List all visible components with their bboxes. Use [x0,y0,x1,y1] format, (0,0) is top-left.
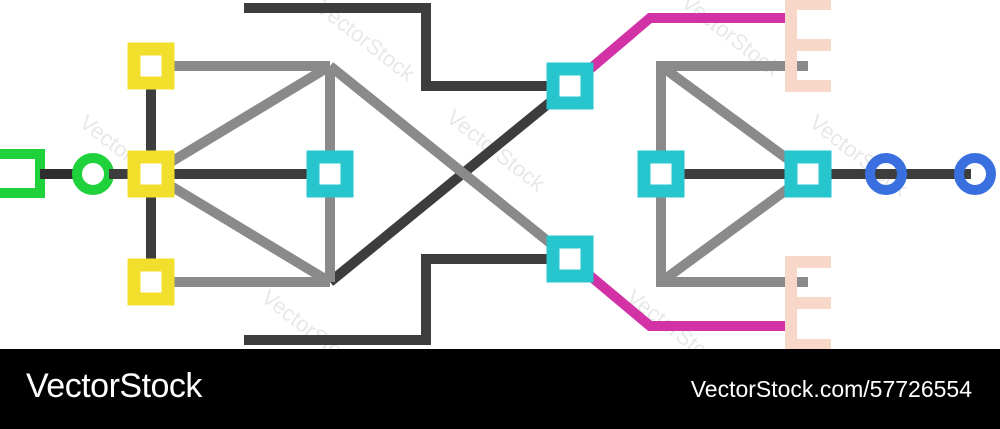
cyan-square-right [784,150,832,198]
cyan-square-right-left [637,150,685,198]
green-bracket [0,149,45,198]
right-diagonal-down [658,61,811,179]
blue-ring-node-left [865,153,907,195]
yellow-nodes [127,42,175,306]
cyan-square-center-left [306,150,354,198]
yellow-square-bottom [127,258,175,306]
blue-ring-node-right [954,153,996,195]
magenta-lines [566,13,785,331]
cyan-nodes [306,62,832,283]
yellow-square-top [127,42,175,90]
yellow-square-middle [127,150,175,198]
cyan-square-bottom [546,235,594,283]
peach-connectors [785,0,831,349]
right-diagonal-up [658,169,811,287]
green-ring-node [72,153,114,195]
dark-lines [146,3,971,345]
left-diagonal-up [148,61,333,179]
top-dark-line [244,3,570,91]
blue-nodes [865,153,996,195]
cyan-square-top [546,62,594,110]
cross-gray-line-down [326,62,574,263]
footer-bar: VectorStock VectorStock.com/57726554 [0,349,1000,429]
bottom-dark-line [244,254,570,345]
circuit-diagram: VectorStock VectorStock VectorStock Vect… [0,0,996,349]
image-id-text: VectorStock.com/57726554 [690,376,972,402]
cross-dark-line-up [326,82,574,286]
left-diagonal-down [148,169,333,287]
bottom-magenta-line [566,255,785,331]
brand-logo-text: VectorStock [26,367,202,405]
top-magenta-line [566,13,785,90]
